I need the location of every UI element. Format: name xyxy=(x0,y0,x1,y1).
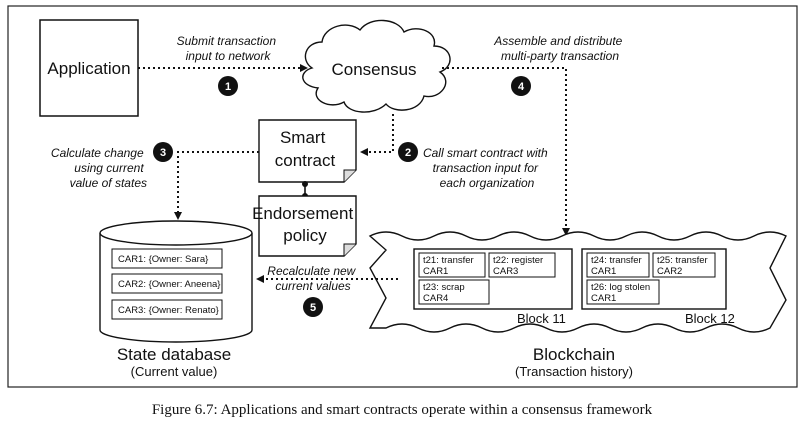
step3-badge xyxy=(153,142,173,162)
state-db-subtitle: (Current value) xyxy=(131,364,218,379)
step3-text: Calculate change using current value of … xyxy=(51,146,147,190)
step1-badge xyxy=(218,76,238,96)
step5-badge xyxy=(303,297,323,317)
state-row-car3 xyxy=(111,299,223,320)
arrow-calc-change xyxy=(174,151,259,220)
application-box xyxy=(39,19,139,117)
tx-t22-text: t22: register CAR3 xyxy=(493,255,546,277)
step5-text: Recalculate new current values xyxy=(267,264,358,293)
step2-text: Call smart contract with transaction inp… xyxy=(423,146,551,190)
state-db-top xyxy=(99,220,253,246)
step4-text: Assemble and distribute multi-party tran… xyxy=(493,34,625,63)
state-db-title: State database xyxy=(117,345,231,364)
tx-t23 xyxy=(418,279,490,305)
arrow-distribute xyxy=(442,67,570,236)
endorsement-policy-fold xyxy=(343,243,356,256)
state-row-car3-text: CAR3: {Owner: Renato} xyxy=(118,305,219,316)
step4-number: 4 xyxy=(518,81,525,93)
block-11-label: Block 11 xyxy=(517,311,566,326)
diagram-frame xyxy=(7,5,798,388)
tx-t24 xyxy=(586,252,650,278)
step2-badge xyxy=(398,142,418,162)
tx-t21-text: t21: transfer CAR1 xyxy=(423,255,476,277)
consensus-cloud xyxy=(302,19,451,113)
tx-t24-text: t24: transfer CAR1 xyxy=(591,255,644,277)
blockchain-title: Blockchain xyxy=(533,345,615,364)
blockchain-subtitle: (Transaction history) xyxy=(515,364,633,379)
step1-text: Submit transaction input to network xyxy=(177,34,280,63)
arrow-call-contract xyxy=(360,114,394,156)
link-dot-top xyxy=(302,181,308,187)
step1-number: 1 xyxy=(225,81,231,93)
step2-number: 2 xyxy=(405,147,411,159)
block-12-label: Block 12 xyxy=(685,311,735,326)
tx-t26-text: t26: log stolen CAR1 xyxy=(591,282,653,304)
step5-number: 5 xyxy=(310,302,316,314)
smart-contract-label: Smart contract xyxy=(275,128,336,170)
tx-t26 xyxy=(586,279,660,305)
endorsement-policy-label: Endorsement policy xyxy=(252,204,358,245)
tx-t21 xyxy=(418,252,486,278)
state-row-car1-text: CAR1: {Owner: Sara} xyxy=(118,254,208,265)
state-row-car2 xyxy=(111,273,223,294)
step4-badge xyxy=(511,76,531,96)
tx-t25 xyxy=(652,252,716,278)
state-row-car2-text: CAR2: {Owner: Aneena} xyxy=(118,279,220,290)
step3-number: 3 xyxy=(160,147,166,159)
tx-t25-text: t25: transfer CAR2 xyxy=(657,255,710,277)
figure-caption: Figure 6.7: Applications and smart contr… xyxy=(152,402,653,418)
consensus-label: Consensus xyxy=(331,60,416,79)
tx-t22 xyxy=(488,252,556,278)
tx-t23-text: t23: scrap CAR4 xyxy=(423,282,467,304)
state-row-car1 xyxy=(111,248,223,269)
smart-contract-fold xyxy=(343,169,356,182)
application-label: Application xyxy=(47,59,130,78)
